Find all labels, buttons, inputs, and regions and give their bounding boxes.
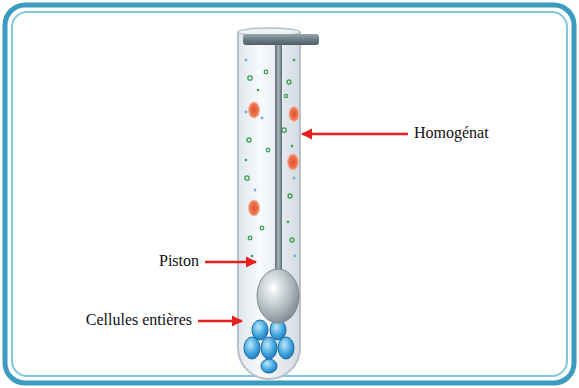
homogenate-label: Homogénat [414,123,489,142]
cells-label: Cellules entières [86,310,192,329]
piston-label: Piston [159,251,199,270]
